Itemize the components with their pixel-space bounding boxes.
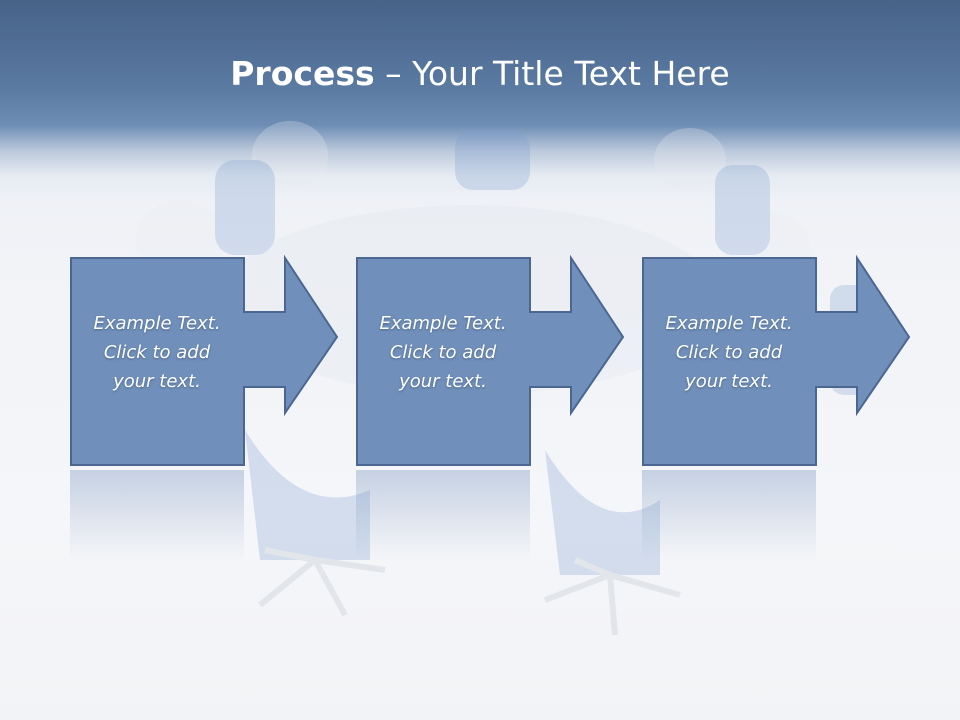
step-3-shape [642,254,911,466]
step-2-line-3: your text. [399,371,487,392]
step-3-box-arrow [642,254,911,466]
step-2-text[interactable]: Example Text. Click to add your text. [356,309,530,396]
chair-front-left [245,430,370,560]
title-rest-part: – Your Title Text Here [374,54,730,93]
step-1-reflection [70,470,244,560]
step-2-line-2: Click to add [389,342,497,363]
chair-back-center [455,130,530,190]
title-band [0,0,960,200]
chair-front-right [545,450,660,575]
chair-base-left [258,547,386,617]
chair-back-right [715,165,770,255]
step-3-line-3: your text. [685,371,773,392]
process-step-3[interactable]: Example Text. Click to add your text. [642,254,960,467]
step-2-box-arrow [356,254,625,466]
step-3-reflection [642,470,816,560]
step-2-line-1: Example Text. [379,313,507,334]
step-1-line-3: your text. [113,371,201,392]
process-step-2[interactable]: Example Text. Click to add your text. [356,254,701,467]
step-1-text[interactable]: Example Text. Click to add your text. [70,309,244,396]
figure-head-back-right [654,128,726,192]
step-1-shape [70,254,339,466]
step-1-box-arrow [70,254,339,466]
step-3-text[interactable]: Example Text. Click to add your text. [642,309,816,396]
slide-title: Process – Your Title Text Here [0,52,960,96]
step-2-reflection [356,470,530,560]
chair-base-right [543,557,681,636]
title-bold-part: Process [230,54,375,93]
figure-head-back-left [252,121,328,189]
process-step-1[interactable]: Example Text. Click to add your text. [70,254,415,467]
chair-back-left [215,160,275,255]
step-1-line-1: Example Text. [93,313,221,334]
step-3-line-1: Example Text. [665,313,793,334]
step-2-shape [356,254,625,466]
step-1-line-2: Click to add [103,342,211,363]
step-3-line-2: Click to add [675,342,783,363]
